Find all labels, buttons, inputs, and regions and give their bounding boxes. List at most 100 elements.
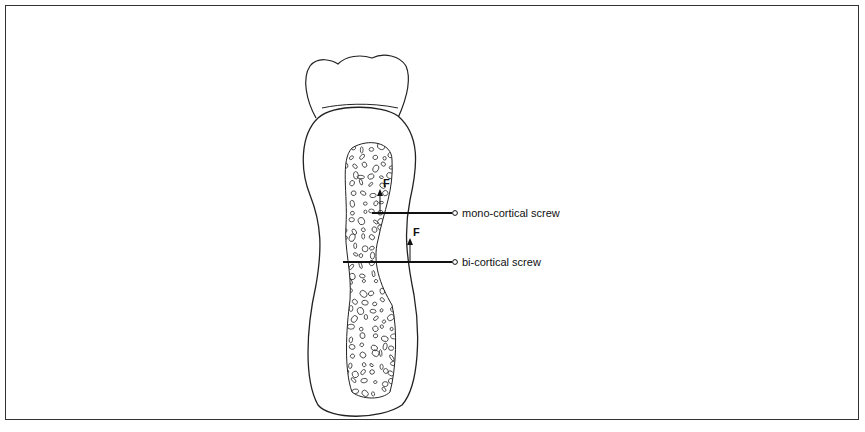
trabecula [348,363,352,369]
trabecula [380,364,384,369]
trabecula [337,172,344,178]
trabecula [390,149,395,154]
trabecula [351,190,357,196]
trabecula [372,302,377,306]
trabecula [342,346,346,352]
trabecula [388,346,394,351]
trabecula [349,344,356,350]
trabecula [382,319,387,324]
trabecula [341,287,349,296]
trabecula [349,180,355,187]
trabecula [339,317,346,324]
trabecula [389,217,396,223]
trabecular-texture [336,142,400,398]
trabecula [392,243,397,248]
trabecula [389,255,395,260]
trabecula [361,300,368,306]
trabecula [338,361,345,368]
trabecula [349,305,353,311]
trabecula [352,163,358,169]
trabecula [348,233,356,242]
cancellous-bone [345,143,395,398]
trabecula [379,175,383,178]
trabecula [364,210,367,214]
arrow-head [377,189,383,196]
trabecula [380,308,384,312]
trabecula [350,200,356,208]
trabecula [359,289,369,299]
trabecula [389,165,396,169]
trabecula [369,369,375,375]
trabecula [361,161,367,168]
trabecula [347,324,354,329]
trabecula [360,190,367,196]
trabecula [343,163,348,169]
trabecula [381,335,389,342]
trabecula [371,392,375,397]
trabecula [389,354,395,361]
trabecula [349,337,354,343]
trabecula [379,271,385,274]
trabecula [359,153,366,160]
trabecula [383,156,387,160]
trabecula [381,387,386,393]
trabecula [381,238,386,241]
trabecula [390,387,398,393]
trabecula [359,342,364,347]
trabecula [339,196,347,205]
trabecula [362,362,367,367]
trabecula [347,287,353,293]
screw-head [453,211,458,216]
trabecula [350,314,359,323]
screw-label: mono-cortical screw [462,207,560,219]
trabecula [390,361,398,366]
trabecula [339,306,346,311]
force-label: F [383,177,390,189]
trabecula [390,305,398,313]
trabecula [360,369,366,376]
trabecula [370,252,375,259]
trabecula [371,349,380,358]
trabecula [394,273,399,277]
trabecula [349,218,354,222]
trabecula [368,290,375,297]
trabecula [367,173,375,180]
force-arrow [410,243,411,262]
trabecula [338,390,343,395]
trabecula [338,333,346,341]
trabecula [374,279,378,283]
trabecula [359,253,364,258]
trabecula [359,351,367,359]
trabecula [359,332,365,339]
trabecula [340,180,345,185]
trabecula [389,277,397,285]
trabecula [359,327,363,331]
trabecula [372,270,376,277]
trabecula [388,289,393,295]
trabecula [363,202,367,206]
trabecula [336,353,345,360]
trabecula [359,274,365,279]
trabecula [342,369,349,375]
trabecula [362,234,365,240]
trabecula [342,272,349,280]
trabecula [387,370,395,377]
trabecula [341,382,346,388]
trabecula [351,298,358,305]
trabecula [387,152,394,159]
trabecula [341,154,348,159]
arrow-head [407,238,413,245]
trabecula [338,210,345,216]
trabecula [370,193,377,198]
trabecula [368,182,373,187]
trabecula [377,224,385,232]
trabecula [389,298,393,302]
trabecula [379,350,382,357]
trabecula [373,380,377,384]
trabecula [379,297,385,303]
trabecula [379,246,385,253]
trabecula [391,197,396,203]
trabecula [373,333,378,338]
trabecula [343,236,348,240]
trabecula [351,388,359,394]
